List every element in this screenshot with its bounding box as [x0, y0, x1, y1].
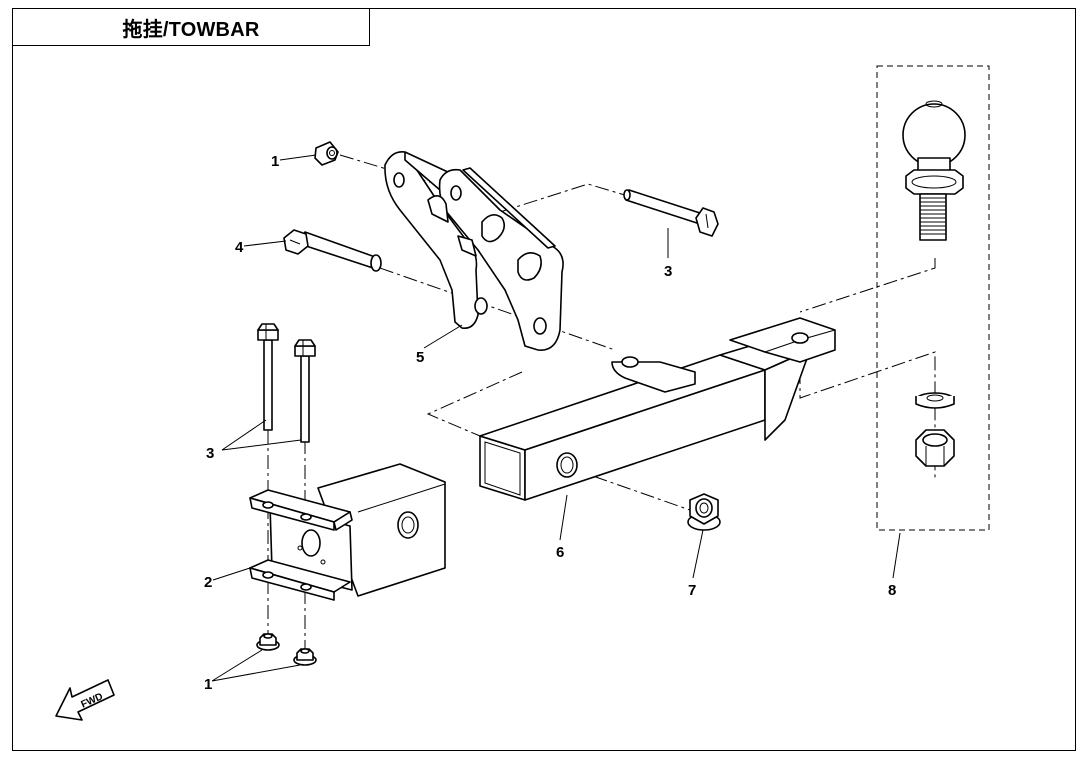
page-title: 拖挂/TOWBAR	[122, 18, 260, 41]
callout-2: 2	[204, 574, 212, 591]
part-1-flange-nuts-bottom	[256, 633, 317, 666]
callout-3-upper: 3	[664, 263, 672, 280]
callout-1-top: 1	[271, 153, 279, 170]
callout-6: 6	[556, 544, 564, 561]
part-2-receiver-bracket	[249, 463, 446, 601]
fwd-arrow: FWD	[55, 679, 115, 721]
part-6-towbar-tube	[479, 317, 836, 501]
ball-thread	[920, 197, 946, 235]
part-8-hitch-ball	[902, 100, 966, 467]
callout-4: 4	[235, 239, 244, 256]
callouts: 1 4 5 3 3 2 1 6 7 8	[204, 153, 896, 693]
part-7-flange-nut	[687, 493, 721, 531]
leader-lines	[211, 154, 901, 682]
part-5-bracket	[384, 150, 564, 351]
part-3-bolts-vertical	[257, 323, 316, 443]
callout-1-bottom: 1	[204, 676, 212, 693]
part-4-long-bolt	[283, 229, 382, 272]
part-8-group-box	[876, 65, 990, 531]
drawing-frame	[12, 8, 1076, 751]
title-box: 拖挂/TOWBAR	[12, 8, 370, 46]
callout-8: 8	[888, 582, 896, 599]
part-1-flange-nut-top	[314, 141, 339, 166]
callout-5: 5	[416, 349, 424, 366]
part-3-bolt-upper	[623, 189, 719, 237]
callout-7: 7	[688, 582, 696, 599]
callout-3-lower: 3	[206, 445, 214, 462]
